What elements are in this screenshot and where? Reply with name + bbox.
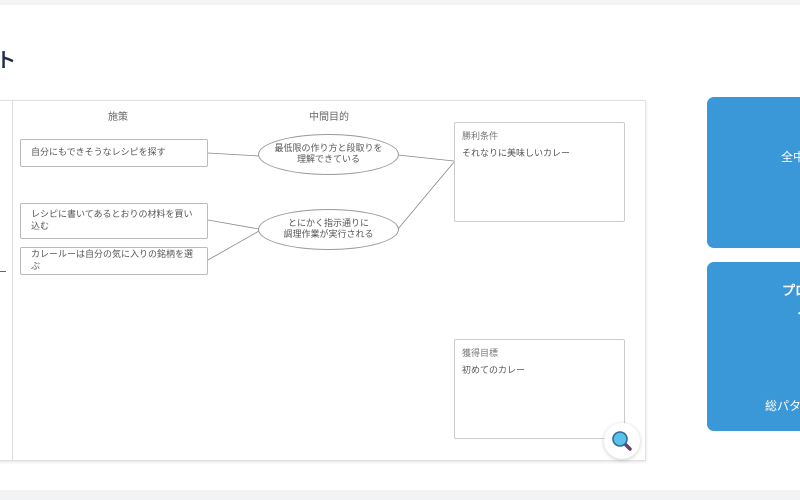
- measure-box[interactable]: カレールーは自分の気に入りの銘柄を選ぶ: [20, 247, 208, 275]
- goal-label: 獲得目標: [462, 349, 499, 359]
- intermediate-goal[interactable]: 最低限の作り方と段取りを 理解できている: [258, 134, 399, 175]
- divider-tick: [0, 271, 6, 272]
- project-card-sub: ・: [794, 305, 800, 321]
- top-bar: [0, 0, 800, 5]
- measure-box[interactable]: 自分にもできそうなレシピを探す: [20, 139, 208, 167]
- win-condition-value: それなりに美味しいカレー: [462, 149, 571, 159]
- header-measures: 施策: [108, 112, 128, 123]
- project-card-footer: 総パタ: [765, 399, 800, 413]
- connector: [397, 161, 455, 230]
- measure-box[interactable]: レシピに書いてあるとおりの材料を買い込む: [20, 203, 208, 239]
- connector: [207, 230, 260, 261]
- divider: [12, 100, 13, 461]
- zoom-button[interactable]: [604, 423, 640, 459]
- project-card-title: プロ: [782, 284, 800, 299]
- goal-box[interactable]: 獲得目標 初めてのカレー: [454, 339, 625, 439]
- win-condition-label: 勝利条件: [462, 132, 499, 142]
- goal-value: 初めてのカレー: [462, 366, 526, 376]
- connector: [397, 154, 455, 162]
- magnifier-icon: [612, 431, 632, 451]
- connector: [207, 152, 260, 157]
- page-title: ト: [0, 48, 16, 72]
- header-intermediate: 中間目的: [309, 112, 349, 123]
- bottom-bar: [0, 490, 800, 500]
- connector: [207, 219, 260, 230]
- intermediate-goal[interactable]: とにかく指示通りに 調理作業が実行される: [258, 209, 399, 250]
- project-card[interactable]: プロ ・ 総パタ: [707, 262, 800, 431]
- win-condition-box[interactable]: 勝利条件 それなりに美味しいカレー: [454, 122, 625, 222]
- summary-card[interactable]: 全中: [707, 97, 800, 248]
- summary-card-text: 全中: [781, 150, 800, 164]
